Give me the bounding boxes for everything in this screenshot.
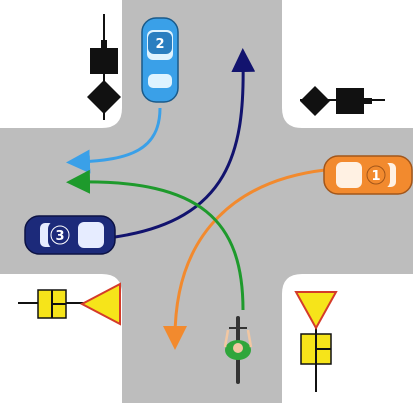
- priority-road-plate-icon: [37, 289, 67, 319]
- sign-bottom-right: [294, 291, 338, 392]
- kerb-corner-top-left: [102, 108, 122, 128]
- sign-top-left: [87, 14, 121, 120]
- path-car-1: [163, 168, 326, 350]
- sign-bottom-left: [18, 282, 121, 326]
- yield-sign-icon: [294, 291, 338, 331]
- bicycle-icon: [223, 316, 253, 384]
- kerb-corner-bottom-right: [282, 274, 302, 294]
- car-icon: [24, 215, 116, 255]
- stop-sign-icon: [336, 88, 372, 114]
- priority-road-plate-icon: [300, 333, 332, 365]
- car-1-label: 1: [371, 169, 380, 184]
- stop-sign-icon: [90, 40, 118, 74]
- car-3-label: 3: [55, 229, 64, 244]
- kerb-corner-top-right: [282, 108, 302, 128]
- car-3: 3: [24, 215, 116, 255]
- car-icon: [141, 17, 179, 103]
- path-car-3: [114, 48, 256, 239]
- priority-road-plate-icon: [300, 86, 330, 116]
- path-cyclist: [66, 169, 245, 311]
- car-3-badge: [50, 225, 70, 245]
- cyclist: [223, 316, 253, 384]
- path-car-2: [66, 107, 162, 174]
- movement-paths: [66, 48, 326, 350]
- priority-road-plate-icon: [87, 80, 121, 114]
- yield-sign-icon: [79, 282, 121, 326]
- kerb-corner-bottom-left: [102, 274, 122, 294]
- car-1-badge: [366, 165, 386, 185]
- car-2: 2: [141, 17, 179, 103]
- car-1: 1: [323, 155, 413, 195]
- sign-top-right: [300, 86, 385, 116]
- car-2-label: 2: [155, 37, 164, 52]
